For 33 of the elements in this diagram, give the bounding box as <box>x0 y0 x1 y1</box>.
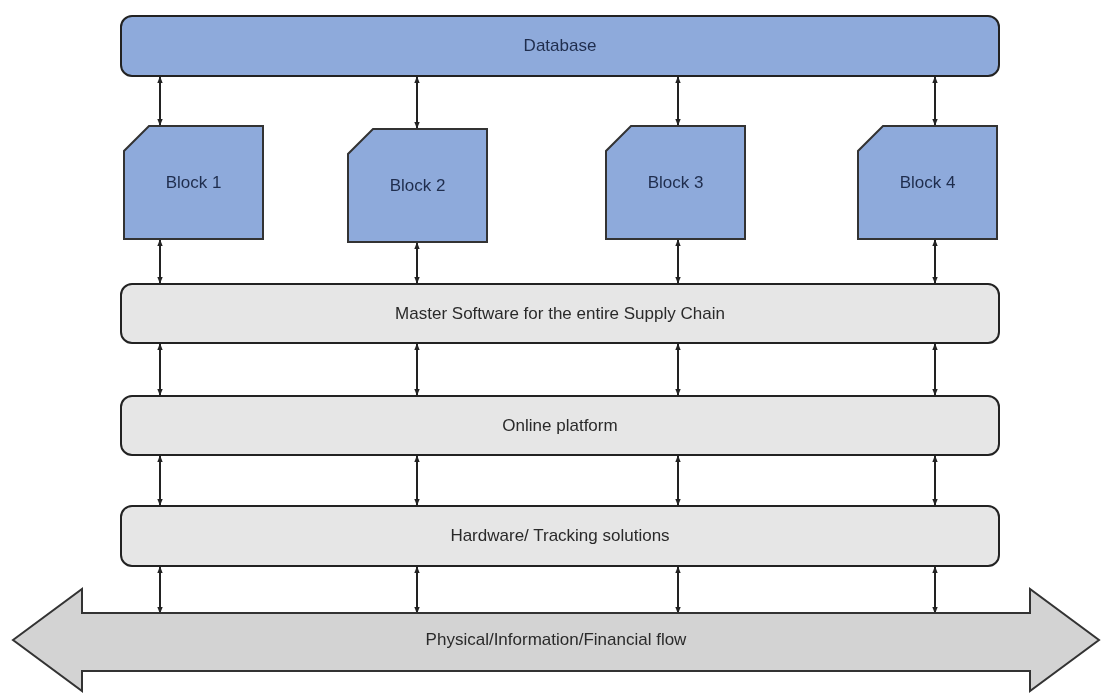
double-headed-arrow <box>157 455 163 506</box>
node-label: Physical/Information/Financial flow <box>425 630 687 650</box>
node-label: Block 4 <box>899 172 956 193</box>
double-headed-arrow <box>932 76 938 126</box>
layer-bar <box>120 15 1000 77</box>
node-label: Block 1 <box>165 172 222 193</box>
double-headed-arrow <box>675 76 681 126</box>
layer-bar <box>120 395 1000 456</box>
double-headed-arrow <box>414 343 420 396</box>
double-headed-arrow <box>414 566 420 614</box>
double-headed-arrow <box>675 455 681 506</box>
node-label: Hardware/ Tracking solutions <box>450 526 670 546</box>
node-label: Master Software for the entire Supply Chain <box>395 303 725 324</box>
double-headed-arrow <box>157 239 163 284</box>
double-headed-arrow <box>932 343 938 396</box>
double-headed-arrow <box>157 76 163 126</box>
node-label: Block 2 <box>389 175 446 196</box>
double-headed-arrow <box>414 242 420 284</box>
double-headed-arrow <box>675 566 681 614</box>
double-headed-arrow <box>414 455 420 506</box>
double-headed-arrow <box>932 239 938 284</box>
node-label: Block 3 <box>647 172 704 193</box>
double-headed-arrow <box>414 76 420 129</box>
double-headed-arrow <box>932 455 938 506</box>
double-headed-arrow <box>675 239 681 284</box>
double-headed-arrow <box>157 343 163 396</box>
layer-bar <box>120 505 1000 567</box>
double-headed-arrow <box>157 566 163 614</box>
double-headed-arrow <box>932 566 938 614</box>
layer-bar <box>120 283 1000 344</box>
double-headed-arrow <box>675 343 681 396</box>
node-label: Database <box>523 36 597 56</box>
node-label: Online platform <box>502 415 618 436</box>
